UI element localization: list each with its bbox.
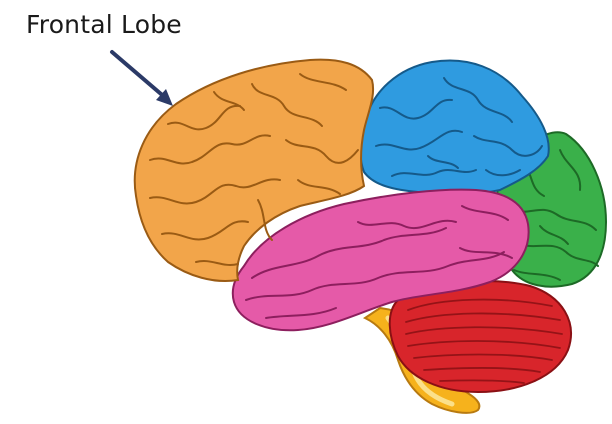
parietal-lobe [360,60,548,194]
pointer-arrow [112,52,173,106]
